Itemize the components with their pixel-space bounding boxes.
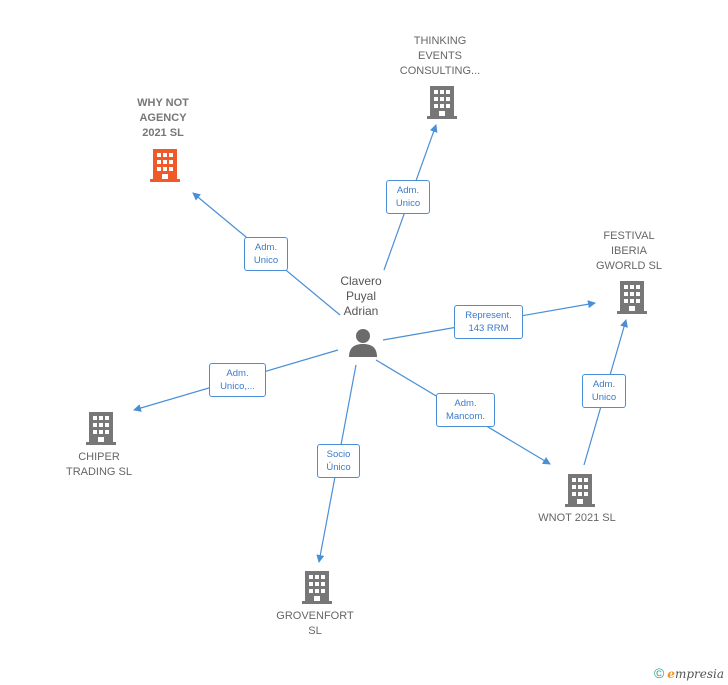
building-icon[interactable] <box>427 84 457 120</box>
person-name[interactable]: Clavero Puyal Adrian <box>340 274 382 318</box>
company-name-why-not[interactable]: WHY NOT AGENCY 2021 SL <box>137 97 189 139</box>
edge-label-grovenfort: Socio Único <box>317 444 360 478</box>
building-icon[interactable] <box>150 147 180 183</box>
brand-logo: empresia <box>667 667 724 681</box>
footer-brand: ©empresia <box>654 665 724 681</box>
company-name-thinking[interactable]: THINKING EVENTS CONSULTING... <box>399 35 481 77</box>
company-name-chiper[interactable]: CHIPER TRADING SL <box>65 451 132 478</box>
edge-label-chiper: Adm. Unico,... <box>209 363 266 397</box>
edge-label-why-not: Adm. Unico <box>244 237 288 271</box>
company-name-wnot[interactable]: WNOT 2021 SL <box>538 512 616 524</box>
edge-label-festival: Represent. 143 RRM <box>454 305 523 339</box>
building-icon[interactable] <box>86 410 116 446</box>
company-name-festival[interactable]: FESTIVAL IBERIA GWORLD SL <box>595 230 662 272</box>
building-icon[interactable] <box>302 569 332 605</box>
company-name-grovenfort[interactable]: GROVENFORT SL <box>276 610 354 637</box>
edge-label-thinking: Adm. Unico <box>386 180 430 214</box>
edge-label-wnot-festival: Adm. Unico <box>582 374 626 408</box>
person-icon[interactable] <box>347 327 379 359</box>
copyright-icon: © <box>653 665 665 681</box>
edge-label-wnot: Adm. Mancom. <box>436 393 495 427</box>
building-icon[interactable] <box>617 279 647 315</box>
building-icon[interactable] <box>565 472 595 508</box>
